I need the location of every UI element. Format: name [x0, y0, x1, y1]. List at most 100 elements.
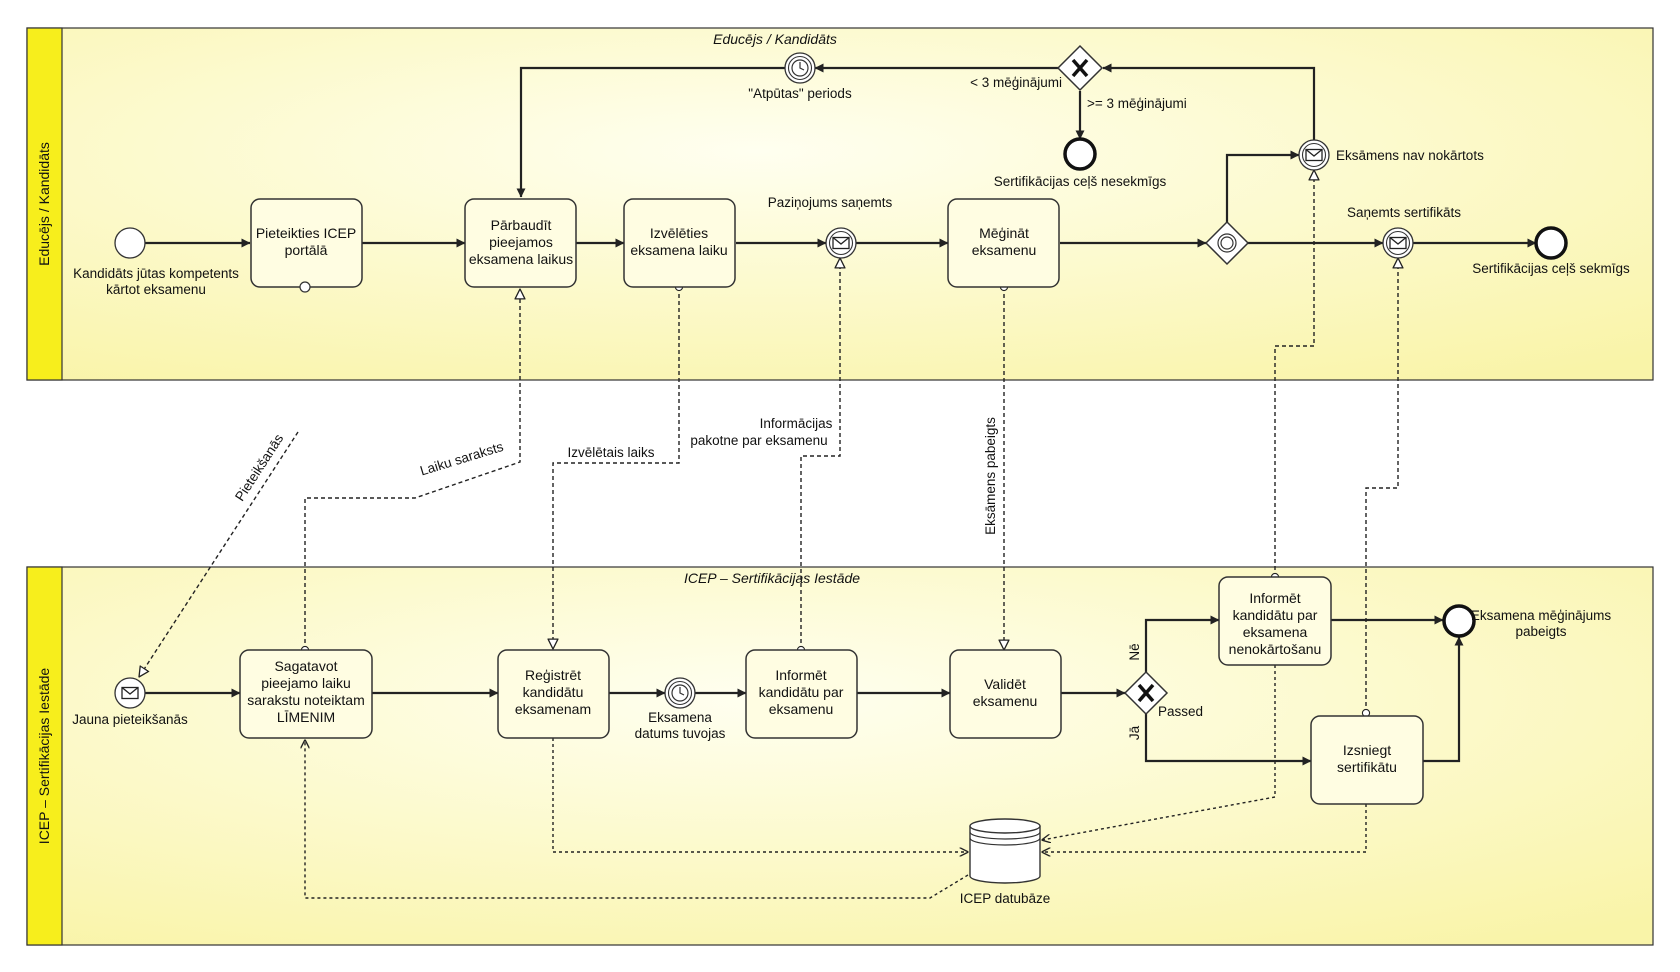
task-informet-line1: Informēt	[775, 667, 826, 683]
end-event-success	[1534, 226, 1568, 260]
envelope-icon	[832, 236, 850, 250]
end-event-fail	[1063, 137, 1097, 171]
task-pieteikties-line1: Pieteikties ICEP	[256, 225, 356, 241]
task-sagatavot-line4: LĪMENIM	[277, 709, 335, 725]
data-store-label: ICEP datubāze	[960, 891, 1051, 906]
message-flows	[139, 170, 1398, 713]
assoc-b5-db	[1042, 665, 1276, 840]
message-event-not-passed	[1298, 139, 1330, 171]
start-event-new-application	[114, 677, 146, 709]
flow-label-eksamens-pabeigts: Eksāmens pabeigts	[983, 417, 998, 535]
mflow-sertifikats	[1366, 258, 1398, 713]
message-event-notice-label: Paziņojums saņemts	[768, 195, 893, 210]
gateway-xor-attempts	[1056, 44, 1104, 92]
task-parbaudit-line2: pieejamos	[489, 234, 553, 250]
task-nenokartosanu-line3: eksamena	[1243, 624, 1308, 640]
task-validet-line2: eksamenu	[973, 693, 1038, 709]
envelope-icon	[1389, 236, 1407, 250]
start-event-top	[114, 227, 146, 259]
task-meginat-line2: eksamenu	[972, 242, 1037, 258]
timer-event-date-label-1: Eksamena	[648, 710, 712, 725]
envelope-icon	[121, 686, 139, 700]
task-meginat-line1: Mēģināt	[979, 225, 1029, 241]
clock-icon	[671, 684, 689, 702]
task-izsniegt-line1: Izsniegt	[1343, 742, 1391, 758]
gateway-ge3-label: >= 3 mēģinājumi	[1087, 96, 1187, 111]
clock-icon	[791, 59, 809, 77]
message-event-notice	[825, 227, 857, 259]
pool-top-title: Educējs / Kandidāts	[713, 31, 837, 47]
flow-b6-end	[1423, 636, 1464, 763]
flow-labels: Pieteikšanās Laiku saraksts Izvēlētais l…	[232, 416, 998, 535]
task-validet-line1: Validēt	[984, 676, 1026, 692]
pool-bottom-title: ICEP – Sertifikācijas Iestāde	[684, 570, 860, 586]
assoc-db-b1	[305, 740, 969, 899]
gateway-event-based	[1204, 220, 1250, 266]
start-event-new-application-label: Jauna pieteikšanās	[72, 712, 188, 727]
flow-gw-notpassed	[1225, 150, 1300, 222]
assoc-b2-db	[552, 738, 968, 852]
flow-label-izveletais: Izvēlētais laiks	[567, 445, 654, 460]
timer-event-rest	[784, 52, 816, 84]
task-registret-line1: Reģistrēt	[525, 667, 581, 683]
task-parbaudit-line1: Pārbaudīt	[491, 217, 552, 233]
task-nenokartosanu-line2: kandidātu par	[1233, 607, 1318, 623]
flow-label-info-2: pakotne par eksamenu	[690, 433, 827, 448]
end-event-success-label: Sertifikācijas ceļš sekmīgs	[1472, 261, 1630, 276]
timer-event-date	[664, 677, 696, 709]
gateway-passed-label: Passed	[1158, 704, 1203, 719]
end-event-fail-label: Sertifikācijas ceļš nesekmīgs	[994, 174, 1167, 189]
flow-label-laiku-saraksts: Laiku saraksts	[418, 439, 505, 479]
start-event-top-label-1: Kandidāts jūtas kompetents	[73, 266, 239, 281]
message-event-not-passed-label: Eksāmens nav nokārtots	[1336, 148, 1484, 163]
end-event-bottom-label-1: Eksamena mēģinājums	[1471, 608, 1612, 623]
assoc-b6-db	[1042, 804, 1367, 852]
mflow-info-pakotne	[801, 258, 840, 650]
gateway-xor-passed	[1123, 670, 1169, 716]
envelope-icon	[1305, 148, 1323, 162]
flow-notpassed-xor	[1102, 63, 1316, 140]
task-pieteikties-line2: portālā	[285, 242, 328, 258]
task-parbaudit-line3: eksamena laikus	[469, 251, 573, 267]
flow-xor-b6	[1144, 714, 1312, 766]
task-izsniegt-line2: sertifikātu	[1337, 759, 1397, 775]
task-informet-line2: kandidātu par	[759, 684, 844, 700]
flow-xor-b5	[1144, 615, 1220, 672]
task-izveleties-line2: eksamena laiku	[630, 242, 727, 258]
task-informet-line3: eksamenu	[769, 701, 834, 717]
task-nenokartosanu-line1: Informēt	[1249, 590, 1300, 606]
message-event-certificate	[1382, 227, 1414, 259]
gateway-lt3-label: < 3 mēģinājumi	[970, 75, 1062, 90]
timer-event-rest-label: "Atpūtas" periods	[748, 86, 852, 101]
start-event-top-label-2: kārtot eksamenu	[106, 282, 206, 297]
task-izveleties-line1: Izvēlēties	[650, 225, 708, 241]
task-sagatavot-line3: sarakstu noteiktam	[247, 692, 365, 708]
mflow-izveletais	[553, 287, 679, 649]
timer-event-date-label-2: datums tuvojas	[635, 726, 726, 741]
mflow-nenokartots	[1275, 170, 1314, 577]
flow-timer-t2	[516, 66, 785, 198]
pool-top-lane-label: Educējs / Kandidāts	[36, 142, 52, 266]
end-event-bottom-label-2: pabeigts	[1515, 624, 1566, 639]
